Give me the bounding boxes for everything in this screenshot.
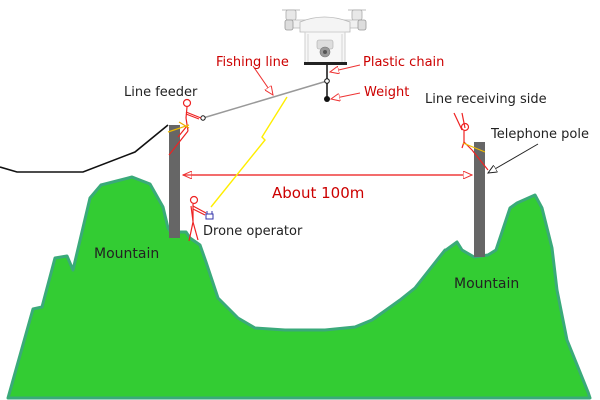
fishing-line-end-ring xyxy=(200,115,206,121)
distance-label: About 100m xyxy=(272,184,365,202)
telephone-pole-right xyxy=(474,142,485,257)
weight-label: Weight xyxy=(364,85,410,100)
telephone-pole-label: Telephone pole xyxy=(491,127,589,142)
mountain-terrain xyxy=(6,175,592,400)
weight-icon xyxy=(324,96,330,102)
drone-operator-label: Drone operator xyxy=(203,224,303,239)
mountain-left-label: Mountain xyxy=(94,246,160,262)
safety-belt-left xyxy=(167,124,190,133)
fishing-line xyxy=(202,80,328,119)
plastic-chain-pointer xyxy=(330,64,361,72)
chain-ring xyxy=(324,78,330,84)
weight-pointer xyxy=(331,92,361,99)
controller-icon xyxy=(205,211,214,220)
line-feeder-label: Line feeder xyxy=(124,85,198,100)
distant-ridge-line xyxy=(0,124,169,173)
telephone-pole-left xyxy=(169,125,180,238)
line-feeder-figure xyxy=(168,98,202,156)
line-receiving-side-label: Line receiving side xyxy=(425,92,547,107)
fishing-line-label: Fishing line xyxy=(216,55,289,70)
telephone-pole-pointer xyxy=(488,143,539,173)
fishing-line-pointer xyxy=(252,65,273,95)
plastic-chain-label: Plastic chain xyxy=(363,55,445,70)
radio-link-line xyxy=(210,96,288,208)
drone-operator-figure xyxy=(188,195,207,242)
drone xyxy=(282,9,367,65)
safety-belt-right xyxy=(462,142,486,153)
mountain-right-label: Mountain xyxy=(454,276,520,292)
